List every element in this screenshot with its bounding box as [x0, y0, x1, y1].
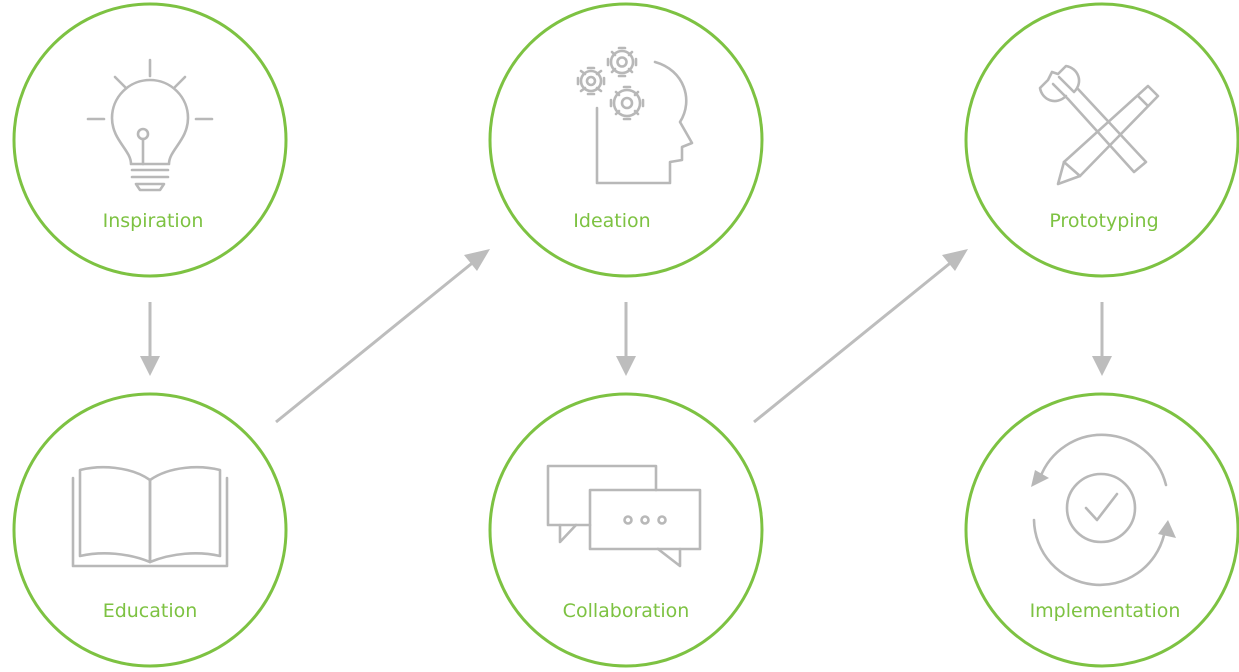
- edge-education-to-ideation: [275, 249, 490, 424]
- head-gears-icon: [576, 46, 694, 185]
- edge-prototyping-to-implementation: [1092, 302, 1112, 376]
- node-label-collaboration: Collaboration: [563, 600, 690, 622]
- lightbulb-icon: [86, 58, 214, 192]
- node-ideation: Ideation: [488, 2, 764, 278]
- open-book-icon: [71, 465, 229, 568]
- node-label-ideation: Ideation: [573, 210, 650, 232]
- node-education: Education: [12, 392, 288, 668]
- edge-inspiration-to-education: [140, 302, 160, 376]
- edge-ideation-to-collaboration: [616, 302, 636, 376]
- cycle-check-icon: [1031, 433, 1176, 587]
- node-collaboration: Collaboration: [488, 392, 764, 668]
- node-label-prototyping: Prototyping: [1049, 210, 1158, 232]
- node-label-implementation: Implementation: [1030, 600, 1181, 622]
- node-implementation: Implementation: [964, 392, 1239, 668]
- node-inspiration: Inspiration: [12, 2, 288, 278]
- chat-bubbles-icon: [546, 464, 702, 568]
- node-prototyping: Prototyping: [964, 2, 1239, 278]
- wrench-pencil-icon: [1038, 64, 1160, 186]
- edge-collaboration-to-prototyping: [753, 249, 968, 424]
- node-label-education: Education: [103, 600, 198, 622]
- node-label-inspiration: Inspiration: [103, 210, 204, 232]
